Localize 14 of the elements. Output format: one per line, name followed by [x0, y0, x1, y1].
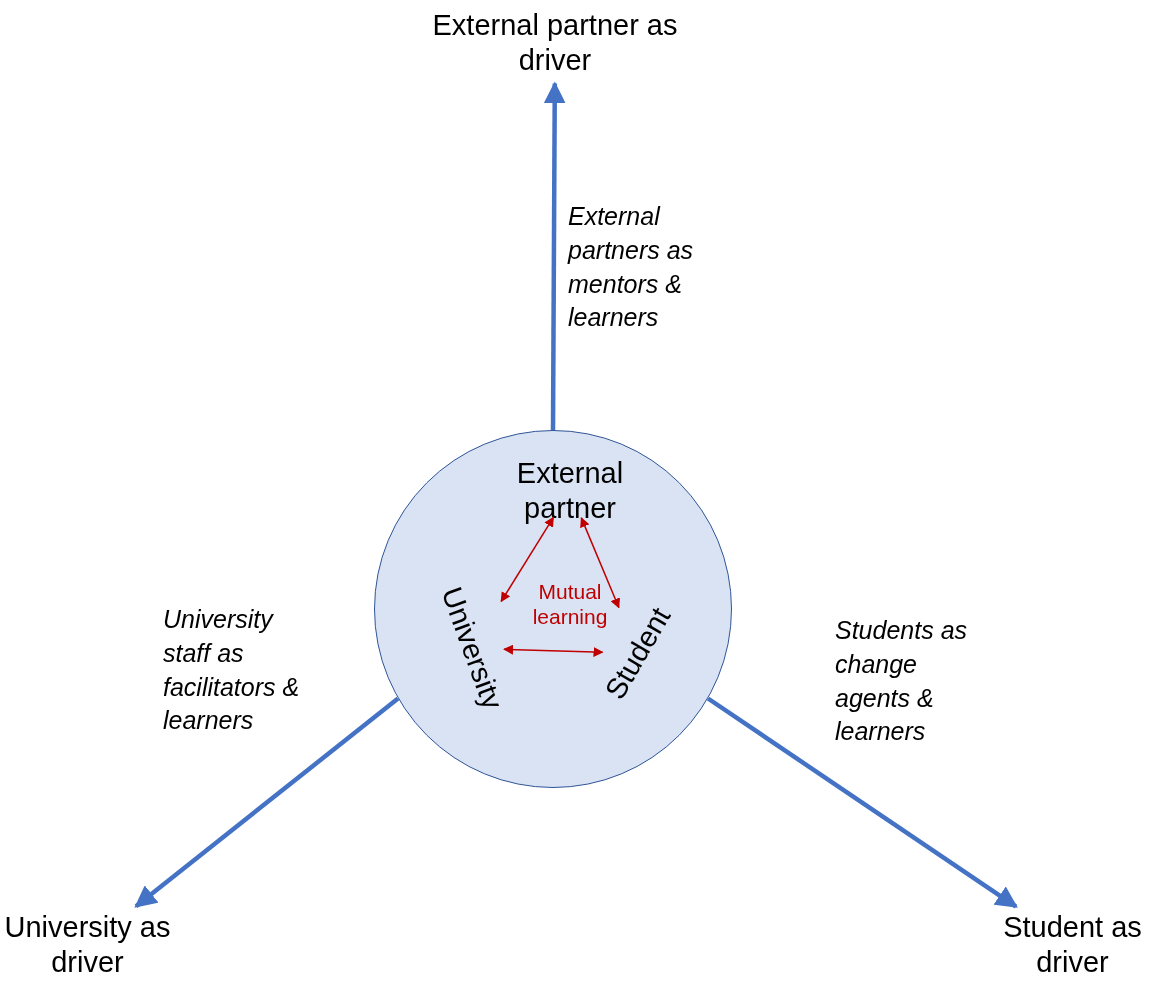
arrow	[134, 696, 400, 909]
node-label: External partner	[490, 456, 650, 526]
node-label: Mutual learning	[525, 579, 615, 630]
edge-label: Students as change agents & learners	[835, 615, 969, 748]
arrow	[543, 81, 566, 430]
node-label: External partner as driver	[425, 8, 685, 78]
arrow	[706, 696, 1018, 909]
edge-label: University staff as facilitators & learners	[163, 604, 301, 737]
arrow	[503, 644, 604, 658]
node-label: Student as driver	[985, 910, 1160, 980]
node-label: University as driver	[0, 910, 175, 980]
arrow	[500, 516, 555, 603]
arrow	[580, 517, 620, 609]
edge-label: External partners as mentors & learners	[568, 201, 695, 334]
